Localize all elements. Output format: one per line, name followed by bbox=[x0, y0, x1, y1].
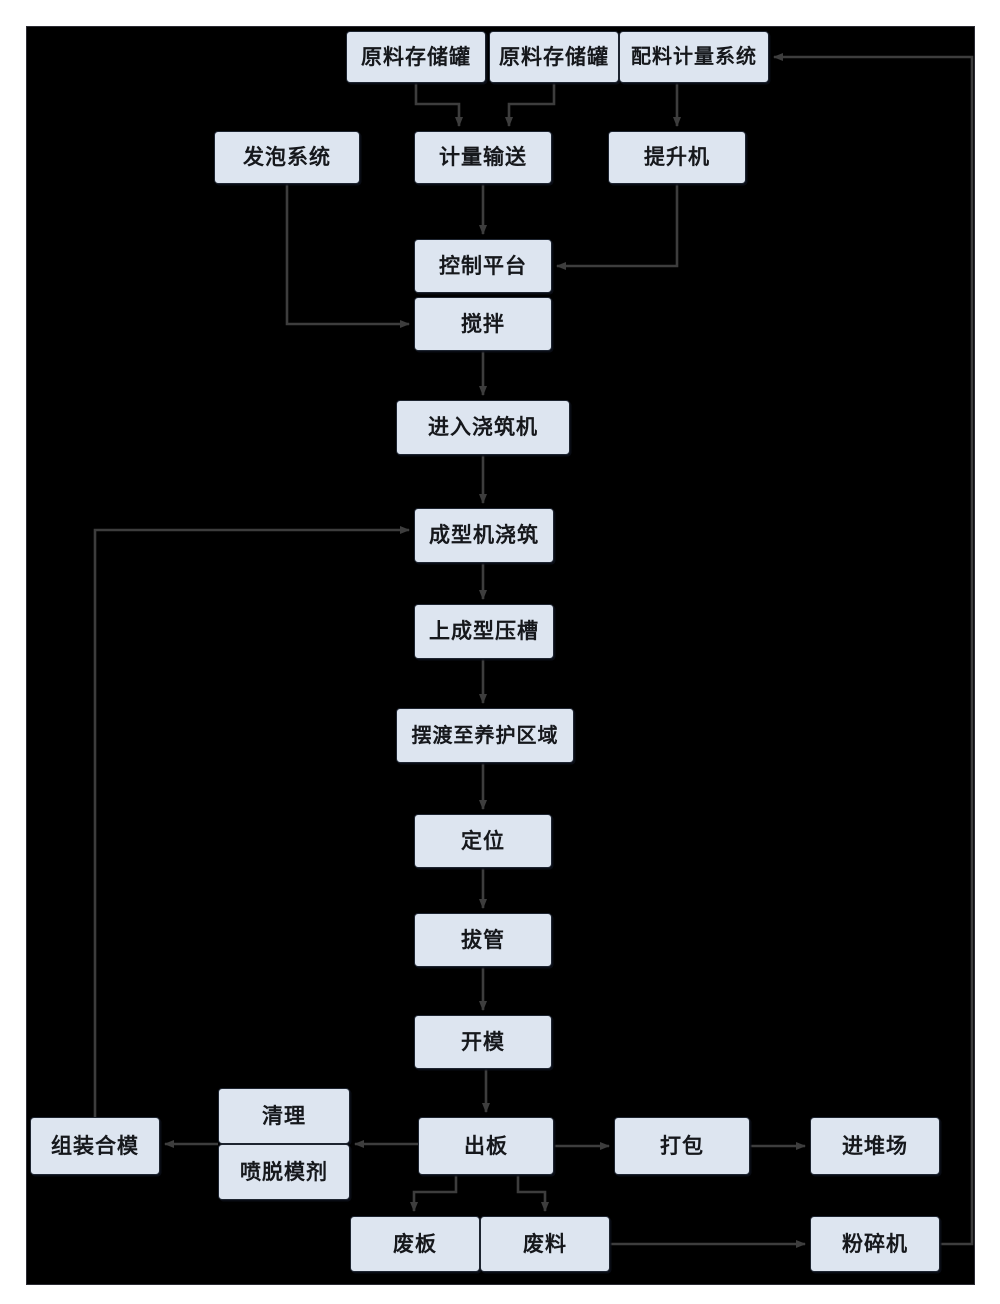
node-raw-tank-1[interactable]: 原料存储罐 bbox=[346, 31, 486, 83]
node-positioning[interactable]: 定位 bbox=[414, 814, 552, 868]
node-former-casting[interactable]: 成型机浇筑 bbox=[414, 508, 554, 563]
node-crusher[interactable]: 粉碎机 bbox=[810, 1216, 940, 1272]
node-top-form-press[interactable]: 上成型压槽 bbox=[414, 604, 554, 659]
node-metering-feed[interactable]: 计量输送 bbox=[414, 131, 552, 184]
node-spray-release[interactable]: 喷脱模剂 bbox=[218, 1144, 350, 1200]
node-assembly-mold[interactable]: 组装合模 bbox=[30, 1117, 160, 1175]
node-waste-board[interactable]: 废板 bbox=[350, 1216, 480, 1272]
node-foaming-system[interactable]: 发泡系统 bbox=[214, 131, 360, 184]
node-hoist[interactable]: 提升机 bbox=[608, 131, 746, 184]
node-cleaning[interactable]: 清理 bbox=[218, 1088, 350, 1144]
node-demolding[interactable]: 开模 bbox=[414, 1015, 552, 1069]
node-board-out[interactable]: 出板 bbox=[418, 1117, 554, 1175]
node-control-platform[interactable]: 控制平台 bbox=[414, 239, 552, 293]
node-waste-material[interactable]: 废料 bbox=[480, 1216, 610, 1272]
node-to-stockyard[interactable]: 进堆场 bbox=[810, 1117, 940, 1175]
node-enter-caster[interactable]: 进入浇筑机 bbox=[396, 400, 570, 455]
node-ferry-to-curing[interactable]: 摆渡至养护区域 bbox=[396, 708, 574, 763]
node-pipe-pulling[interactable]: 拔管 bbox=[414, 913, 552, 967]
node-batching-system[interactable]: 配料计量系统 bbox=[619, 31, 769, 83]
node-mixing[interactable]: 搅拌 bbox=[414, 297, 552, 351]
node-raw-tank-2[interactable]: 原料存储罐 bbox=[489, 31, 619, 83]
node-packing[interactable]: 打包 bbox=[614, 1117, 750, 1175]
